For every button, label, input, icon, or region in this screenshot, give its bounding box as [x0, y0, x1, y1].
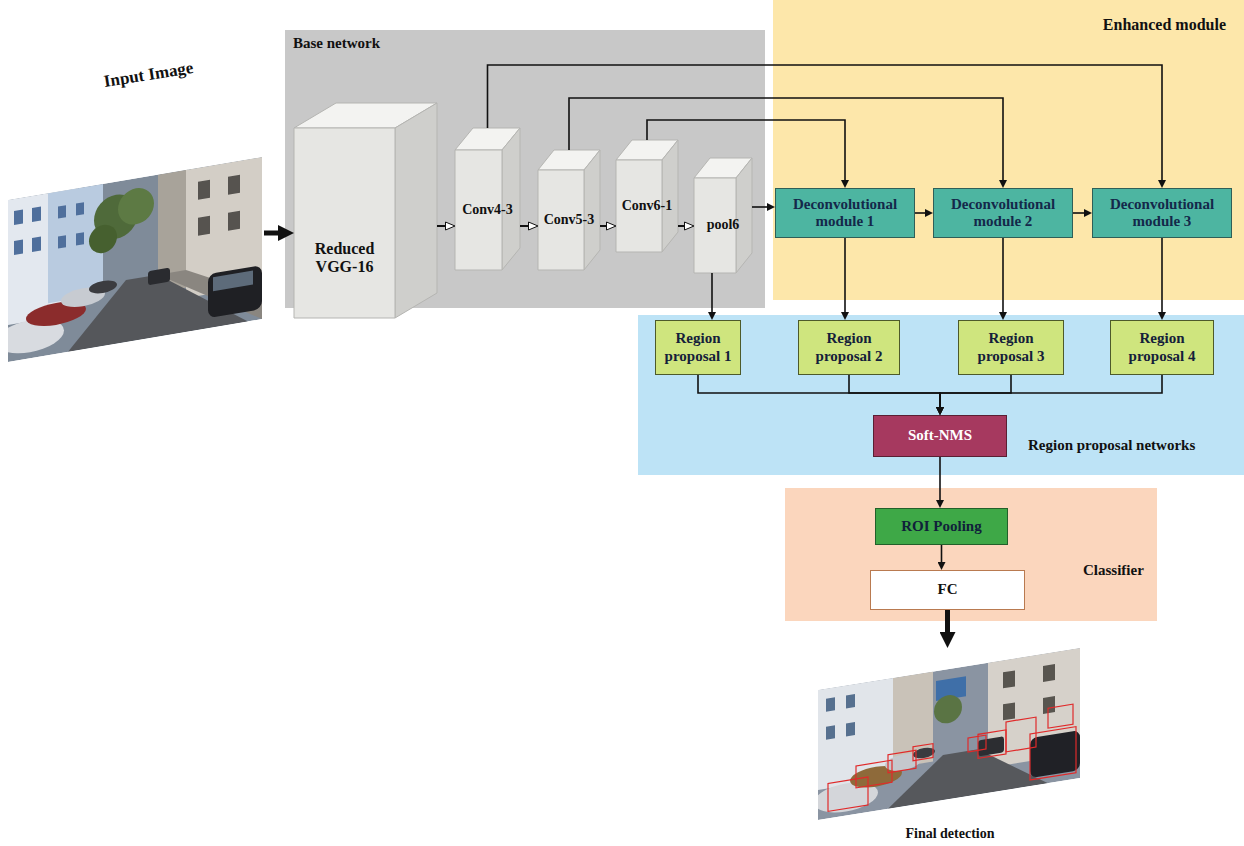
module-panel: Classifier ROI PoolingFC: [785, 488, 1157, 621]
detection-photo: [814, 648, 1080, 821]
block-side-face: [584, 150, 600, 270]
node-label: Deconvolutional module 1: [782, 196, 908, 231]
label-holder: Final detection: [818, 826, 1082, 842]
block-shape: [616, 140, 678, 252]
node-label: Deconvolutional module 2: [940, 196, 1066, 231]
block-text-holder: pool6: [694, 178, 752, 273]
image-label: Input Image: [102, 58, 194, 91]
node-label: Conv6-1: [622, 198, 673, 214]
node-label: Region proposal 3: [965, 330, 1057, 365]
node-label: Deconvolutional module 3: [1099, 196, 1225, 231]
node-label: Region proposal 2: [805, 330, 893, 365]
layer-block: pool6: [694, 158, 752, 273]
process-box: ROI Pooling: [875, 508, 1008, 545]
connector-arrow: [488, 65, 1163, 180]
module-panel: Base networkReduced VGG-16 Conv4-3Conv5-3…: [285, 30, 765, 308]
node-label: FC: [938, 581, 958, 598]
block-text-holder: Reduced VGG-16: [294, 128, 395, 318]
block-shape: [294, 103, 437, 318]
title-holder: Base network: [293, 35, 380, 52]
connector-arrow: [678, 225, 684, 227]
node-label: ROI Pooling: [901, 518, 981, 535]
layer-block: Conv5-3: [538, 150, 600, 270]
block-side-face: [502, 128, 520, 270]
panel-title: Base network: [293, 35, 380, 52]
node-label: Conv4-3: [462, 202, 513, 218]
panel-title: Classifier: [1083, 562, 1144, 579]
block-shape: [694, 158, 752, 273]
block-text-holder: Conv6-1: [616, 160, 678, 252]
connector-arrow: [264, 231, 278, 236]
node-label: Conv5-3: [544, 212, 595, 228]
block-text-holder: Conv5-3: [538, 170, 600, 270]
connector-arrow: [711, 273, 713, 312]
connector-arrow: [1161, 238, 1163, 312]
connector-arrow: [1002, 238, 1004, 312]
connector-arrow: [915, 212, 925, 214]
connector-arrow: [569, 98, 1003, 180]
connector-arrow: [752, 206, 767, 208]
process-box: Deconvolutional module 3: [1092, 188, 1232, 238]
connector-arrow: [844, 238, 846, 312]
connector-arrow: [437, 225, 445, 227]
input-photo: [0, 157, 262, 364]
block-side-face: [662, 140, 678, 252]
image-node: Input Image: [8, 60, 264, 365]
process-box: Soft-NMS: [873, 415, 1007, 457]
node-label: Region proposal 4: [1117, 330, 1207, 365]
node-label: pool6: [707, 217, 740, 233]
connector-arrow: [647, 120, 845, 180]
connector-arrow: [940, 375, 1011, 407]
connector-arrow: [849, 375, 940, 407]
panel-title: Region proposal networks: [1028, 437, 1195, 454]
connector-arrow: [698, 375, 940, 407]
image-node: Final detection: [818, 648, 1082, 844]
process-box: Region proposal 3: [958, 320, 1064, 375]
title-holder: Region proposal networks: [1028, 437, 1195, 454]
module-panel: Region proposal networks Region proposal …: [638, 315, 1244, 475]
process-box: Deconvolutional module 1: [775, 188, 915, 238]
layer-block: Reduced VGG-16: [294, 103, 437, 318]
connector-arrow: [945, 610, 950, 632]
layer-block: Conv6-1: [616, 140, 678, 252]
label-holder: Input Image: [102, 58, 194, 91]
block-shape: [455, 128, 520, 270]
node-label: Region proposal 1: [662, 330, 734, 365]
image-label: Final detection: [818, 826, 1082, 842]
block-side-face: [736, 158, 752, 273]
connector-arrow: [939, 457, 941, 500]
block-side-face: [395, 103, 437, 318]
node-label: Reduced VGG-16: [294, 240, 395, 277]
layer-block: Conv4-3: [455, 128, 520, 270]
panel-title: Enhanced module: [1103, 16, 1226, 34]
process-box: FC: [870, 570, 1025, 610]
process-box: Region proposal 4: [1110, 320, 1214, 375]
connector-arrow: [940, 375, 1162, 407]
connector-arrow: [600, 225, 606, 227]
block-shape: [538, 150, 600, 270]
connector-arrow: [1073, 212, 1084, 214]
process-box: Region proposal 1: [655, 320, 741, 375]
block-front-face: [294, 128, 395, 318]
connector-arrow: [520, 225, 528, 227]
connector-arrow: [941, 545, 943, 562]
process-box: Deconvolutional module 2: [933, 188, 1073, 238]
process-box: Region proposal 2: [798, 320, 900, 375]
module-panel: Enhanced moduleDeconvolutional module 1 D…: [773, 0, 1244, 300]
title-holder: Classifier: [1083, 562, 1144, 579]
node-label: Soft-NMS: [908, 427, 972, 444]
title-holder: Enhanced module: [1103, 16, 1226, 34]
block-text-holder: Conv4-3: [455, 150, 520, 270]
